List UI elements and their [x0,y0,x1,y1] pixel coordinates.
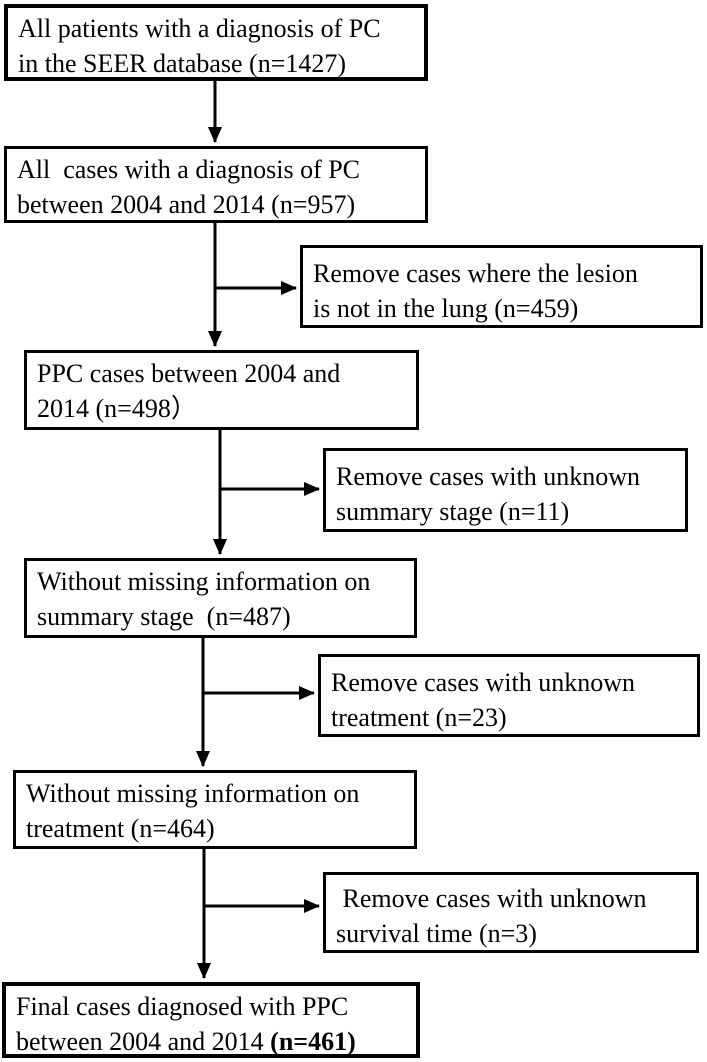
flow-box-all-patients-seer: All patients with a diagnosis of PC in t… [4,4,428,81]
box-text-line: Without missing information on [26,779,360,808]
flow-box-without-missing-treatment: Without missing information on treatment… [13,770,417,849]
box-text-line: summary stage (n=487) [37,602,291,631]
flow-box-pc-2004-2014: All cases with a diagnosis of PC between… [4,146,428,223]
box-text-line: treatment (n=23) [331,703,507,732]
flow-box-remove-lesion-not-lung: Remove cases where the lesion is not in … [300,245,703,328]
flow-box-final-cases: Final cases diagnosed with PPC between 2… [2,982,420,1058]
box-text-line: Without missing information on [37,567,371,596]
box-text-line: survival time (n=3) [336,919,537,948]
box-text-line: All patients with a diagnosis of PC [18,14,381,43]
box-text-line: in the SEER database (n=1427) [18,49,347,78]
final-line2-prefix: between 2004 and 2014 [16,1027,271,1056]
flow-box-remove-unknown-survival-time: Remove cases with unknown survival time … [323,872,699,953]
flow-box-without-missing-summary-stage: Without missing information on summary s… [24,558,417,638]
box-text-line: Remove cases with unknown [331,668,636,697]
flow-box-ppc-cases: PPC cases between 2004 and 2014 (n=498） [24,350,419,430]
flow-box-remove-unknown-treatment: Remove cases with unknown treatment (n=2… [318,654,700,737]
box-text-line: summary stage (n=11) [336,497,570,526]
box-text-line: Final cases diagnosed with PPC [16,992,349,1021]
box-text-line: Remove cases with unknown [336,462,641,491]
box-text-line: between 2004 and 2014 (n=957) [17,190,356,219]
box-text-line: PPC cases between 2004 and [37,359,341,388]
box-text-line: is not in the lung (n=459) [313,294,579,323]
final-n-value: (n=461) [270,1027,356,1056]
box-text-line: Remove cases with unknown [336,884,647,913]
box-text-line: All cases with a diagnosis of PC [17,155,361,184]
box-text-line: 2014 (n=498） [37,394,197,423]
flow-box-remove-unknown-summary-stage: Remove cases with unknown summary stage … [323,448,688,532]
box-text-line: Remove cases where the lesion [313,259,638,288]
box-text-line: between 2004 and 2014 (n=461) [16,1024,406,1059]
box-text-line: treatment (n=464) [26,814,215,843]
